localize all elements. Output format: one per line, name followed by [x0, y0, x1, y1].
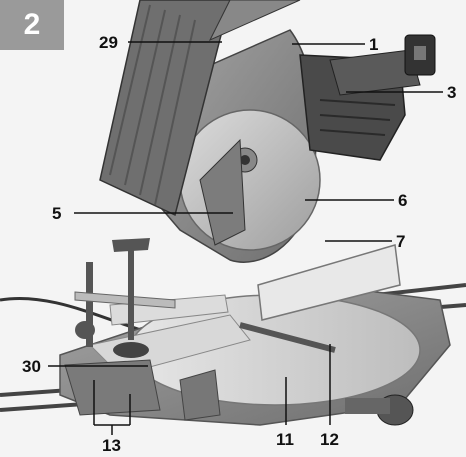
upper-table-ribs: [109, 4, 196, 206]
clamp-rod: [86, 262, 93, 347]
clamp-arm: [74, 291, 176, 309]
callout-7: 7: [396, 232, 406, 251]
upper-table-top-edge: [208, 0, 301, 42]
front-foot-right: [179, 369, 221, 421]
upper-saw-table: [99, 0, 231, 217]
rear-knob: [75, 321, 95, 339]
callout-12: 12: [320, 430, 339, 449]
lower-blade-guard: [199, 138, 246, 246]
callout-1: 1: [369, 35, 379, 54]
figure-number: 2: [23, 8, 41, 41]
front-foot-left: [64, 359, 161, 416]
switch-button: [414, 46, 426, 60]
callout-3: 3: [447, 83, 457, 102]
table-slot: [239, 322, 336, 353]
clamp-foot: [113, 342, 149, 358]
bevel-lock-shaft: [345, 398, 390, 414]
motor-fins: [319, 99, 396, 136]
blade-bolt: [240, 155, 250, 165]
clamp-screw: [128, 245, 134, 340]
callout-5: 5: [52, 204, 62, 223]
callout-29: 29: [99, 33, 118, 52]
clamp-knob-top: [112, 238, 150, 252]
handle: [329, 49, 421, 96]
callout-30: 30: [22, 357, 41, 376]
callout-6: 6: [398, 191, 408, 210]
fence-right: [257, 244, 401, 321]
figure-number-badge: 2: [0, 0, 64, 50]
callout-13: 13: [102, 436, 121, 455]
callout-11: 11: [276, 430, 294, 449]
